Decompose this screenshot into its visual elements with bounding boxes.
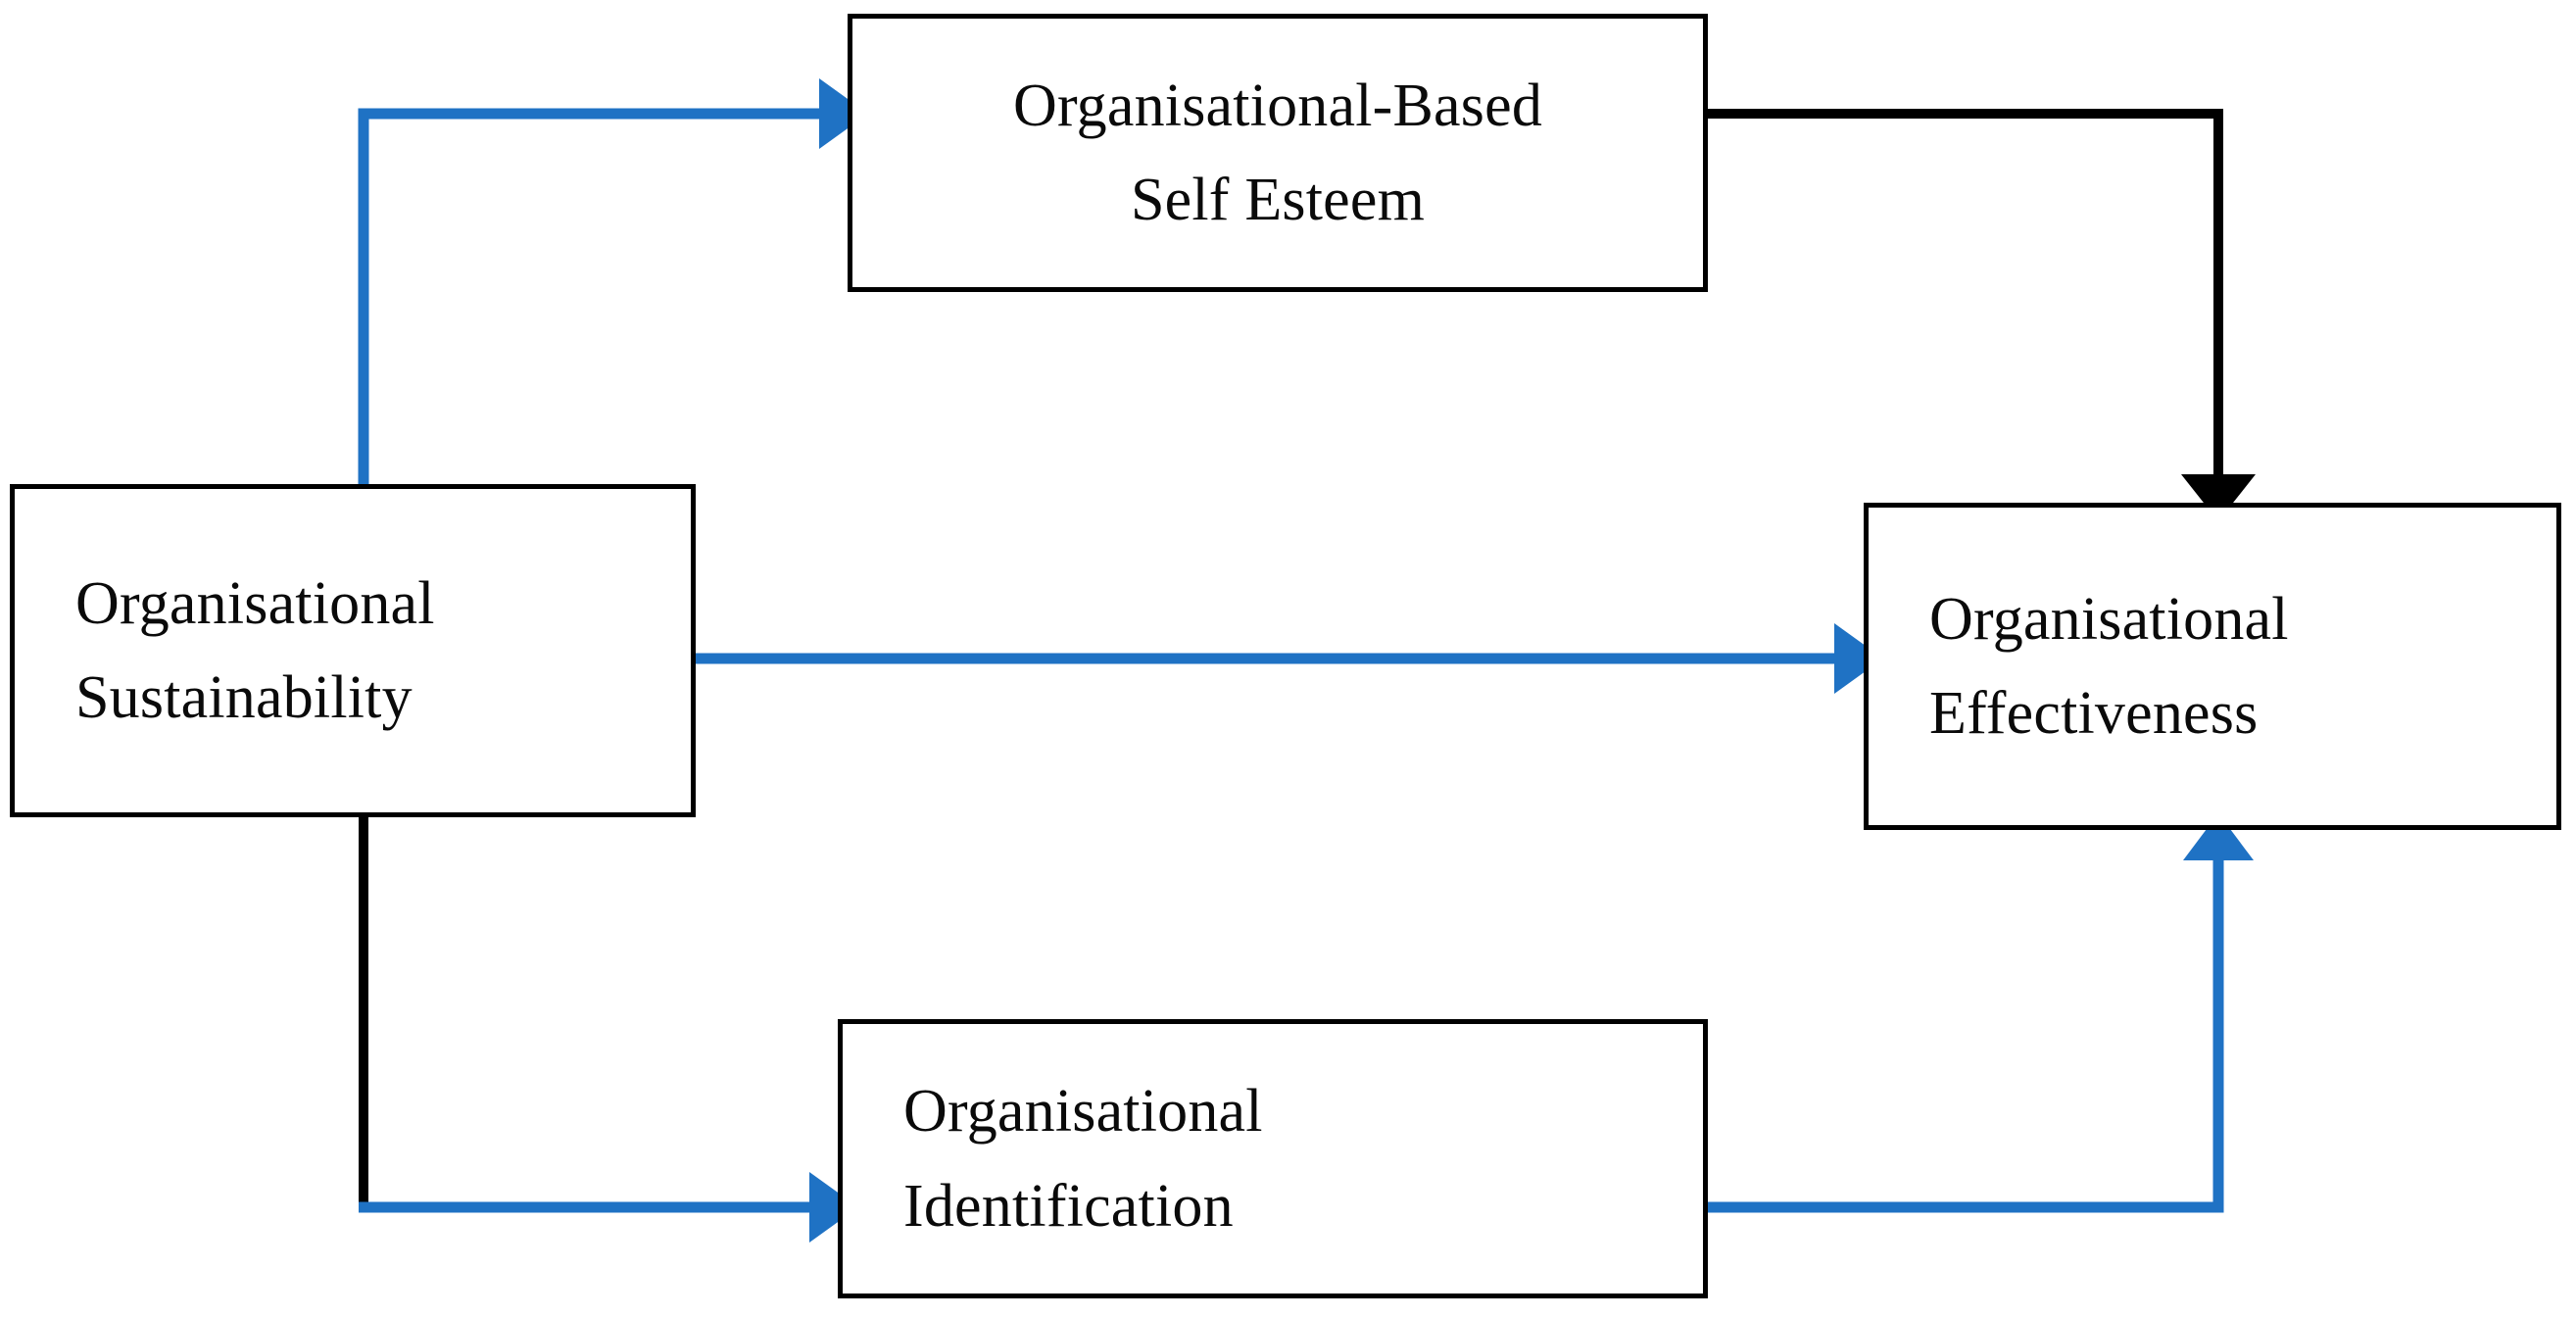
node-label-line-2: Identification [903,1172,1234,1240]
node-label-line-2: Self Esteem [1130,167,1426,233]
edge-sustainability-to-identification [359,817,858,1243]
node-organisational-effectiveness[interactable]: Organisational Effectiveness [1864,503,2561,830]
edge-self-esteem-to-effectiveness [1708,109,2256,521]
node-label-line-1: Organisational [903,1078,1263,1146]
node-label-line-2: Sustainability [75,664,413,731]
node-label-line-2: Effectiveness [1929,680,2259,747]
node-label-line-1: Organisational [75,569,435,637]
edge-sustainability-to-self-esteem [358,78,868,484]
node-organisational-based-self-esteem[interactable]: Organisational-Based Self Esteem [848,14,1708,292]
node-label-line-1: Organisational [1929,585,2289,653]
edge-identification-to-effectiveness [1708,813,2254,1213]
edge-sustainability-to-effectiveness [696,623,1883,694]
node-organisational-identification[interactable]: Organisational Identification [838,1019,1708,1298]
node-organisational-sustainability[interactable]: Organisational Sustainability [10,484,696,817]
node-label-line-1: Organisational-Based [1012,72,1543,139]
